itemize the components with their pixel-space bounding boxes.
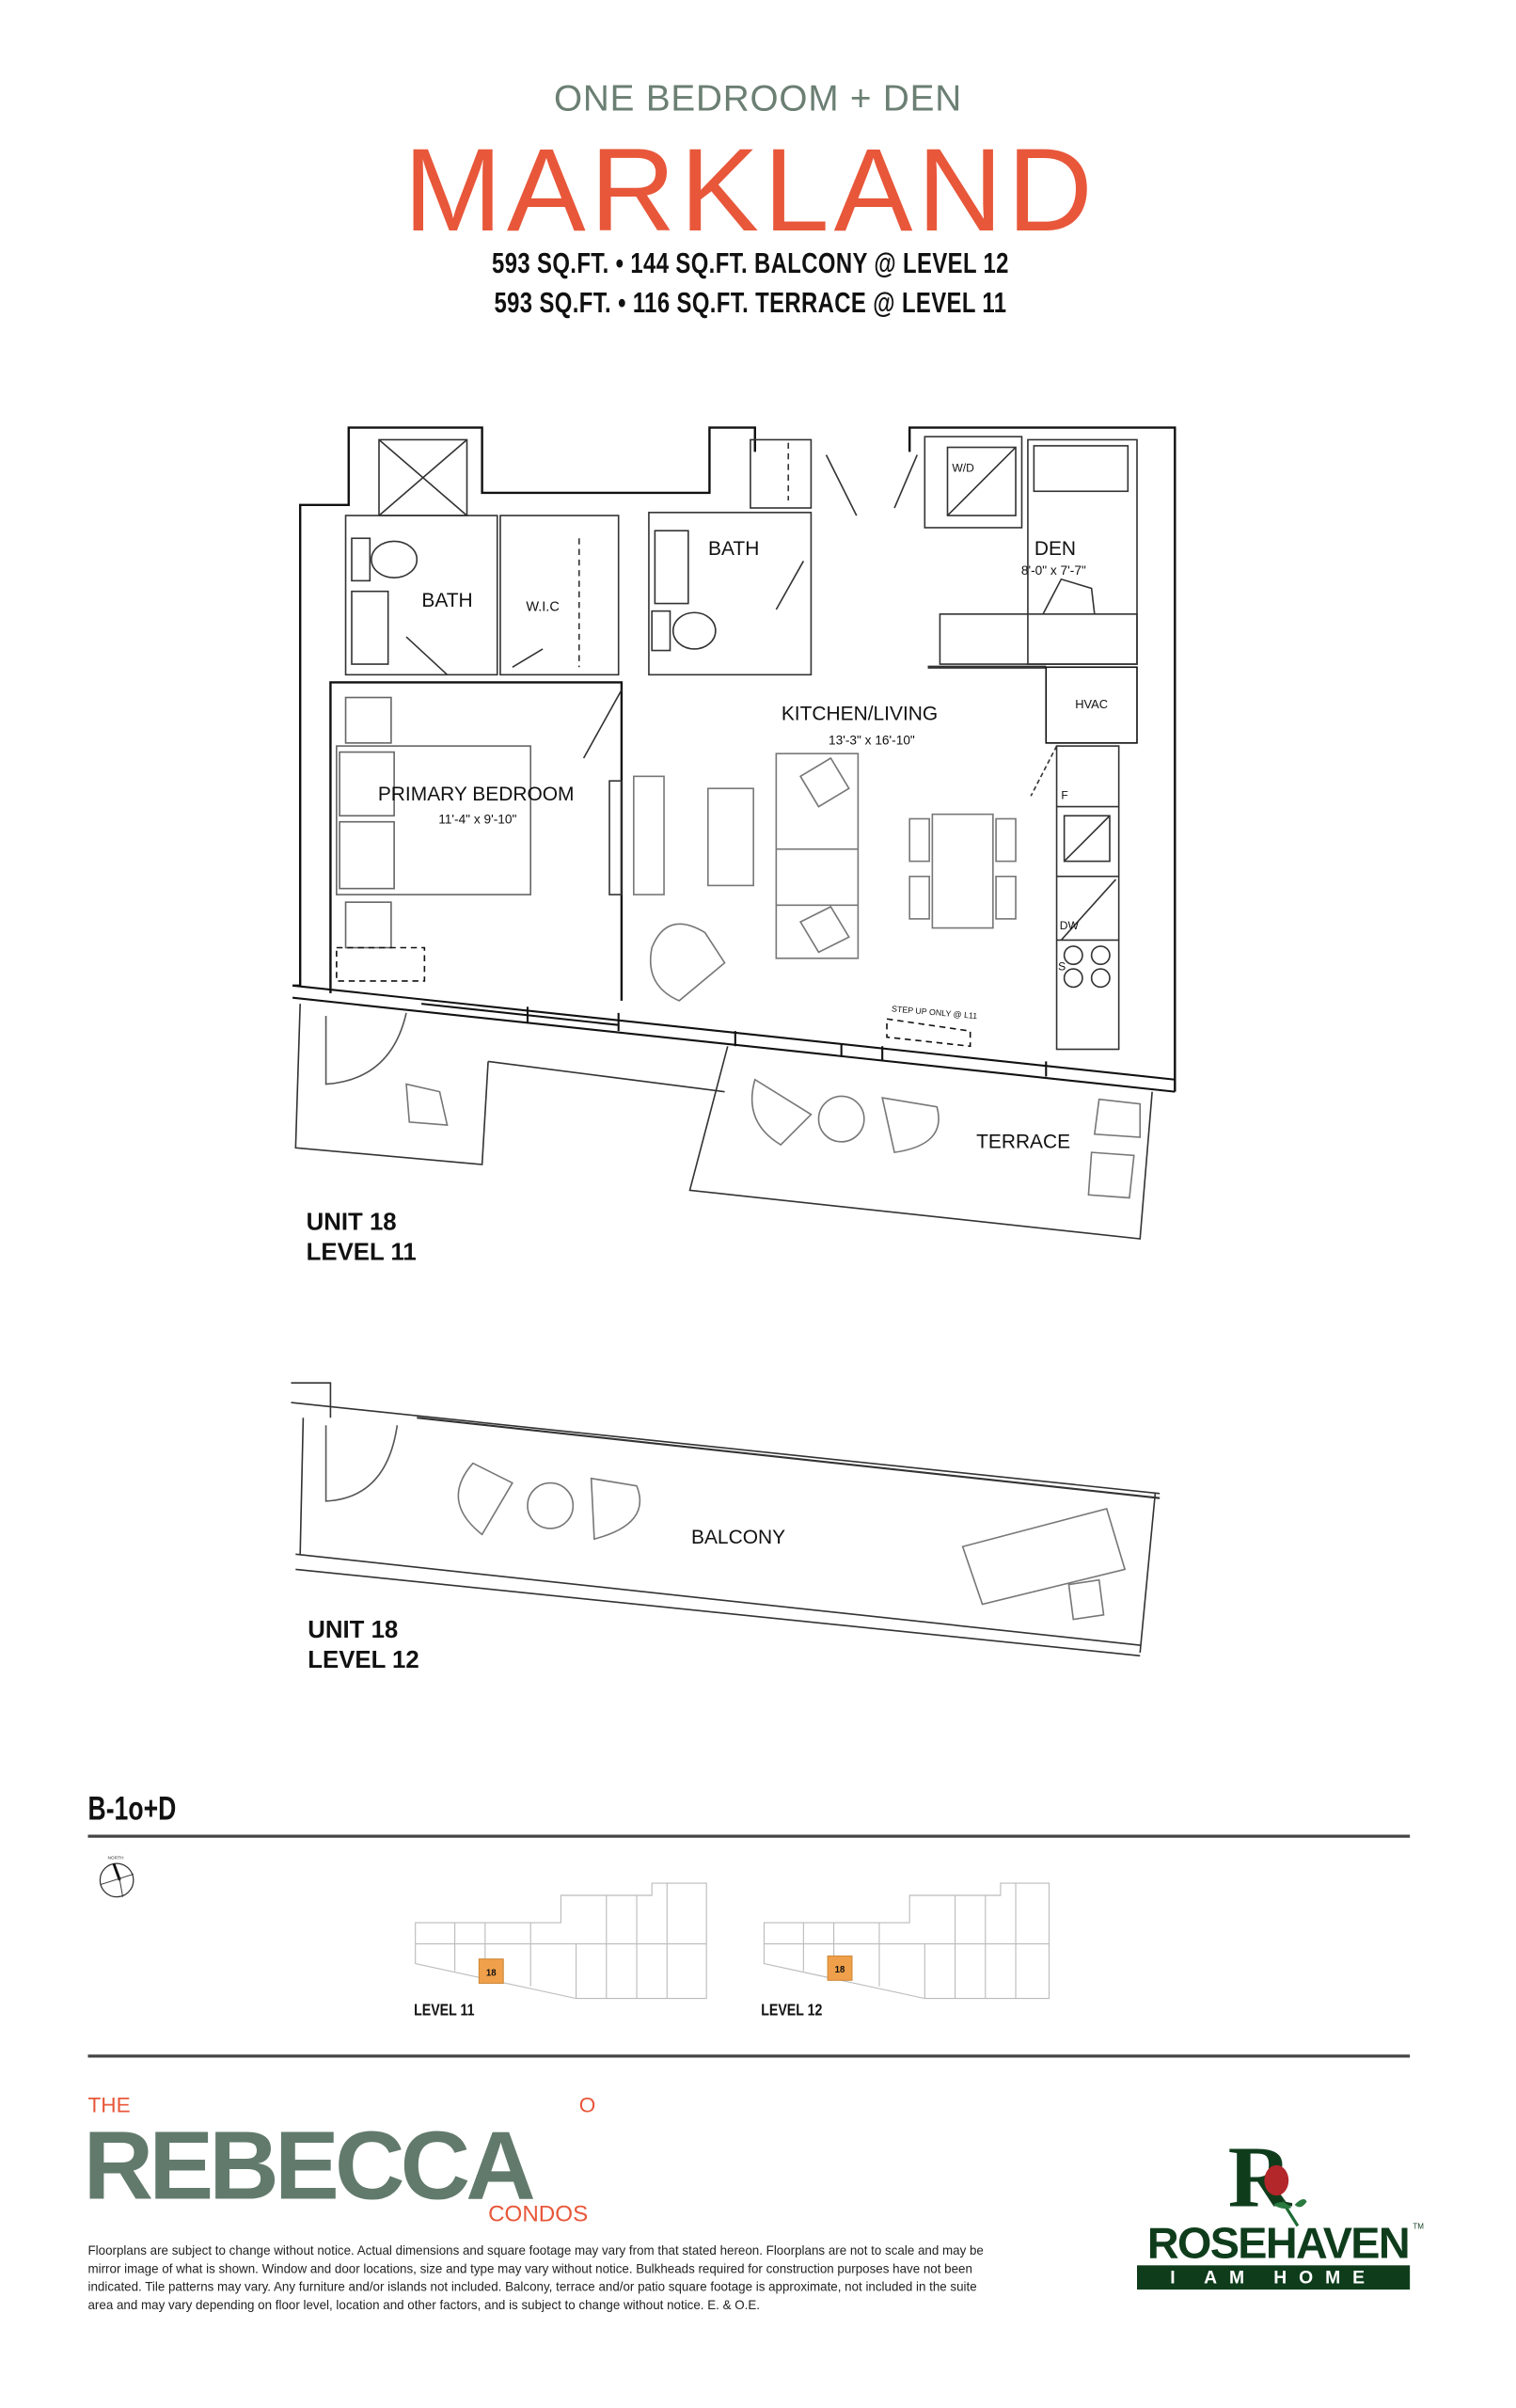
logo-rebecca: REBECCA [83,2110,536,2220]
label-stove: S [1058,960,1066,974]
label-primary-bedroom: PRIMARY BEDROOM [378,784,575,805]
label-dishwasher: DW [1060,919,1080,932]
label-kitchen-living: KITCHEN/LIVING [782,704,938,725]
divider [87,1834,1411,1837]
exterior-walls [292,426,1176,1092]
rosehaven-logo: R ROSEHAVEN TM I AM HOME [1134,2131,1425,2292]
keyplan-level-11: 18 [415,1882,707,2000]
balcony [291,1382,1161,1657]
label-wic: W.I.C [526,600,559,615]
logo-the: THE [87,2092,131,2117]
label-bath-1: BATH [421,590,472,611]
bed [336,696,532,982]
level-12-caption: UNIT 18 LEVEL 12 [308,1616,419,1676]
rose-icon [1264,2164,1307,2227]
bath-1 [344,438,498,676]
level-number: LEVEL 11 [306,1240,417,1267]
label-fridge: F [1061,789,1067,802]
keyplan-level-12-label: LEVEL 12 [761,2001,823,2020]
step-up-outline [886,1018,971,1048]
unit-highlight [478,1958,504,1985]
walk-in-closet [499,515,620,676]
bath-2 [648,512,813,676]
unit-number: 18 [835,1965,845,1975]
label-washer-dryer: W/D [952,461,974,474]
den-dimensions: 8'-0" x 7'-7" [1021,563,1086,578]
divider [87,2054,1411,2057]
terrace [294,1004,1153,1240]
north-label: NORTH [107,1855,124,1861]
level-number: LEVEL 12 [308,1648,419,1674]
builder-tagline: I AM HOME [1137,2265,1411,2290]
unit-highlight [827,1955,853,1981]
label-hvac: HVAC [1075,697,1108,711]
unit-number: UNIT 18 [306,1210,397,1236]
bedroom-dimensions: 11'-4" x 9'-10" [438,812,516,826]
disclaimer: Floorplans are subject to change without… [87,2242,984,2313]
bedroom-door [582,689,623,895]
label-den: DEN [1034,538,1076,560]
kitchen-counter [1030,745,1120,1051]
window-wall [292,984,1176,1093]
keyplan-level-12: 18 [763,1882,1050,2000]
unit-type-code: B-1o+D [87,1789,177,1828]
logo-condos: CONDOS [488,2201,589,2228]
spec-line-balcony: 593 SQ.FT. • 144 SQ.FT. BALCONY @ LEVEL … [492,248,1009,281]
living-furniture [633,752,1017,1002]
spec-line-terrace: 593 SQ.FT. • 116 SQ.FT. TERRACE @ LEVEL … [494,288,1007,321]
keyplan-level-11-label: LEVEL 11 [414,2001,475,2020]
kitchen-living-dimensions: 13'-3" x 16'-10" [829,733,915,747]
level-11-caption: UNIT 18 LEVEL 11 [307,1209,417,1269]
den [750,436,1138,669]
builder-name: ROSEHAVEN [1146,2219,1411,2269]
step-up-note: STEP UP ONLY @ L11 [892,1004,978,1021]
label-bath-2: BATH [708,538,759,560]
north-arrow-icon: NORTH [99,1855,134,1898]
suite-name: MARKLAND [403,122,1098,257]
hvac-closet [1045,666,1138,744]
suite-type: ONE BEDROOM + DEN [554,78,962,120]
unit-number: UNIT 18 [308,1618,399,1644]
unit-number: 18 [486,1968,497,1978]
label-balcony: BALCONY [691,1527,785,1548]
label-terrace: TERRACE [976,1131,1070,1152]
trademark: TM [1413,2223,1425,2232]
logo-o: O [578,2092,596,2117]
